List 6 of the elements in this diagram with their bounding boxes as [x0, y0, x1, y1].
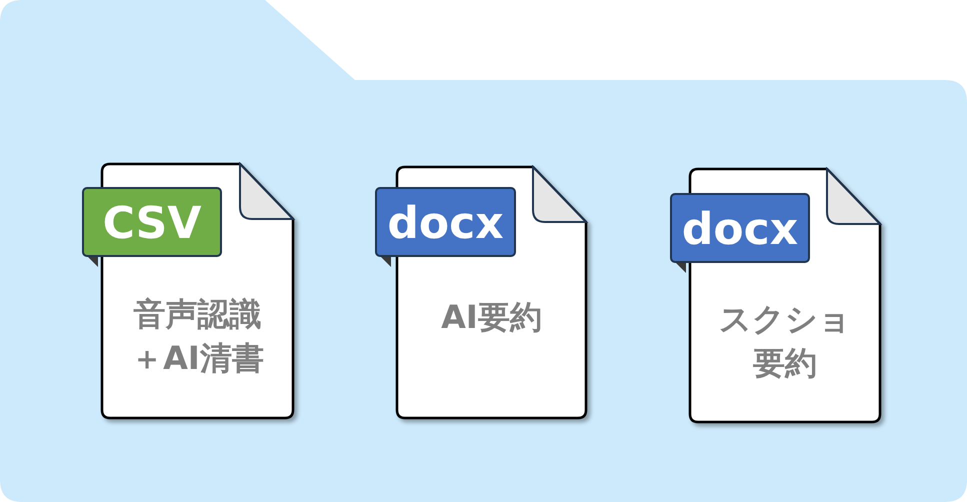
file-type-label: docx [670, 193, 810, 263]
file-description: スクショ要約 [718, 299, 852, 384]
file-description: AI要約 [440, 297, 543, 338]
file-type-label: CSV [82, 187, 222, 257]
file-type-label: docx [375, 187, 516, 257]
file-description: 音声認識＋AI清書 [130, 294, 265, 379]
